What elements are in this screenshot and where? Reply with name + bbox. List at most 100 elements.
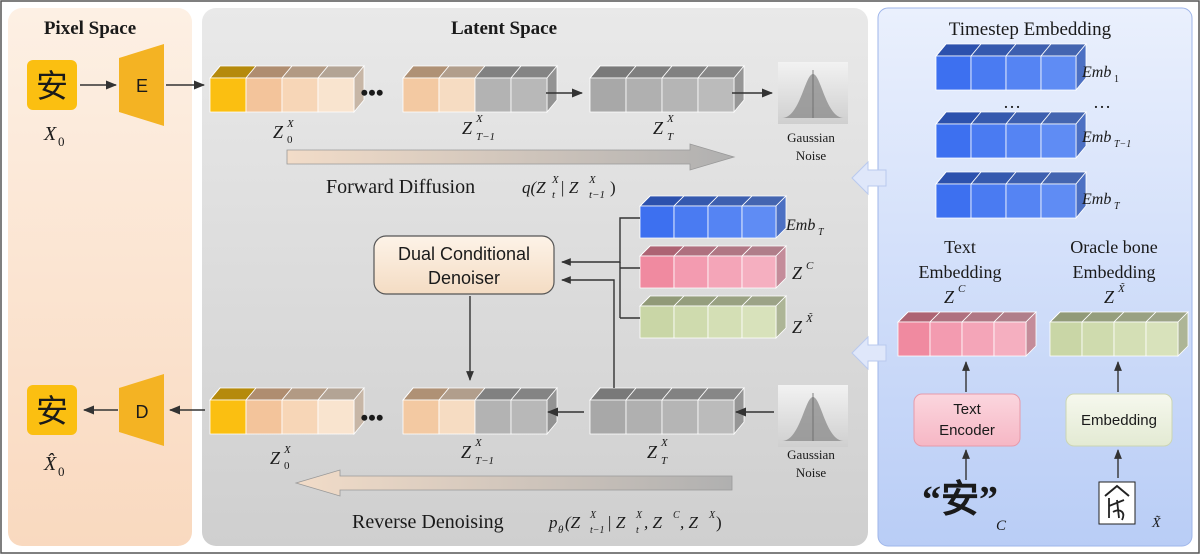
x0hat-label: X̂ <box>43 452 57 475</box>
cube-zt1-reverse-cell-3-front <box>474 399 512 435</box>
decoder-block <box>119 374 164 446</box>
svg-text:T: T <box>818 227 825 238</box>
flow-arrow-conditions-to-latent <box>851 335 887 371</box>
svg-text:Z: Z <box>462 118 473 138</box>
emb1-label: Emb 1 <box>1081 64 1119 85</box>
cube-zt1-reverse-edge <box>402 386 414 402</box>
svg-text:| Z: | Z <box>560 178 579 197</box>
cube-emb-1-edge <box>935 42 947 58</box>
cube-oracle-embedding-cell-1-front <box>1049 321 1083 357</box>
cond-emb-label: Emb T <box>785 217 825 238</box>
svg-text:Emb: Emb <box>1081 191 1111 208</box>
svg-text:, Z: , Z <box>680 513 699 532</box>
output-character: 安 <box>36 393 68 429</box>
input-character: 安 <box>36 68 68 104</box>
svg-text:Z: Z <box>461 442 472 462</box>
cube-cond-zx-cell-2-front <box>673 305 709 339</box>
oracle-xtilde-label: X̃ <box>1151 515 1161 531</box>
oracle-bone-glyph <box>1098 481 1136 525</box>
noise-label-reverse-1: Gaussian <box>787 447 835 462</box>
cube-cond-emb-edge <box>639 195 651 208</box>
svg-text:, Z: , Z <box>644 513 663 532</box>
cube-text-embedding-cell-4-front <box>993 321 1027 357</box>
svg-text:Z: Z <box>1104 287 1115 307</box>
svg-text:X: X <box>660 437 669 449</box>
text-embedding-line2: Embedding <box>919 262 1002 282</box>
svg-text:t−1: t−1 <box>590 525 605 536</box>
svg-text:t: t <box>552 189 556 201</box>
cube-emb-t1-cell-4-front <box>1040 123 1077 159</box>
svg-text:0: 0 <box>284 460 290 472</box>
cube-text-embedding-edge <box>897 311 909 324</box>
svg-text:X: X <box>286 118 295 130</box>
cube-emb-t1-cell-3-front <box>1005 123 1042 159</box>
text-condition-c: C <box>996 518 1007 534</box>
reverse-formula: p θ (Z t−1 X | Z t X , Z C , Z X ) <box>548 510 722 536</box>
cube-zt-reverse-cell-1-front <box>589 399 627 435</box>
cube-zt-forward-cell-3-front <box>661 77 699 113</box>
reverse-ellipsis: ••• <box>360 405 383 430</box>
svg-text:T: T <box>661 455 668 467</box>
svg-text:| Z: | Z <box>607 513 626 532</box>
gaussian-noise-forward <box>778 62 848 124</box>
svg-text:C: C <box>958 283 966 295</box>
timestep-embedding-title: Timestep Embedding <box>949 19 1112 40</box>
cond-zx-label: Z X̃ <box>792 312 814 337</box>
label-zt1-forward: Z X T−1 <box>462 113 495 143</box>
svg-text:Emb: Emb <box>785 217 815 234</box>
label-zt1-reverse: Z X T−1 <box>461 437 494 467</box>
cube-z0-forward-cell-3-front <box>281 77 319 113</box>
text-embedding-line1: Text <box>944 237 976 257</box>
cube-emb-t1-cell-1-front <box>935 123 972 159</box>
label-z0-forward: Z X 0 <box>273 118 295 146</box>
emb-ellipsis-1: … <box>1003 92 1021 112</box>
svg-text:X: X <box>551 174 560 186</box>
svg-text:θ: θ <box>558 524 564 536</box>
cube-z0-forward-cell-2-front <box>245 77 283 113</box>
svg-text:Z: Z <box>653 118 664 138</box>
cube-zt-reverse-edge <box>589 386 601 402</box>
cube-cond-zx-cell-4-front <box>741 305 777 339</box>
cube-cond-emb-cell-4-front <box>741 205 777 239</box>
svg-text:): ) <box>716 513 722 532</box>
oracle-embedding-line2: Embedding <box>1073 262 1156 282</box>
text-encoder-line1: Text <box>953 401 981 418</box>
svg-text:C: C <box>806 260 814 272</box>
cube-z0-forward-edge <box>209 64 221 80</box>
svg-text:X: X <box>588 174 597 186</box>
flow-arrow-timestep-to-latent <box>851 160 887 196</box>
text-embedding-z: Z C <box>944 283 966 307</box>
cube-zt1-reverse-cell-4-front <box>510 399 548 435</box>
cube-cond-zx-cell-3-front <box>707 305 743 339</box>
emb2-label: Emb T−1 <box>1081 129 1131 150</box>
svg-text:Z: Z <box>270 448 281 468</box>
cube-emb-1-cell-3-front <box>1005 55 1042 91</box>
cube-emb-1-cell-2-front <box>970 55 1007 91</box>
cube-cond-zc-cell-2-front <box>673 255 709 289</box>
oracle-embedding-z: Z X̃ <box>1104 282 1126 307</box>
cube-z0-reverse-cell-4-front <box>317 399 355 435</box>
cube-cond-zx-edge <box>639 295 651 308</box>
cube-z0-forward-cell-1-front <box>209 77 247 113</box>
svg-text:T: T <box>1114 201 1121 212</box>
cube-z0-reverse-cell-3-front <box>281 399 319 435</box>
label-z0-reverse: Z X 0 <box>270 444 292 472</box>
cube-oracle-embedding-cell-2-front <box>1081 321 1115 357</box>
cube-emb-t-cell-1-front <box>935 183 972 219</box>
svg-text:(Z: (Z <box>565 513 581 532</box>
cube-zt-reverse-cell-2-front <box>625 399 663 435</box>
cube-cond-zc-cell-1-front <box>639 255 675 289</box>
svg-text:X: X <box>283 444 292 456</box>
cube-emb-t-cell-4-front <box>1040 183 1077 219</box>
cube-zt-forward-cell-1-front <box>589 77 627 113</box>
dual-conditional-denoiser <box>373 235 555 295</box>
cube-zt1-forward-cell-1-front <box>402 77 440 113</box>
cube-text-embedding-cell-1-front <box>897 321 931 357</box>
cube-cond-zx-cell-1-front <box>639 305 675 339</box>
cube-zt1-forward-cell-3-front <box>474 77 512 113</box>
arrow-zt-to-denoiser <box>561 276 615 388</box>
cube-cond-emb-cell-3-front <box>707 205 743 239</box>
svg-text:X: X <box>589 510 597 521</box>
cube-text-embedding-cell-3-front <box>961 321 995 357</box>
